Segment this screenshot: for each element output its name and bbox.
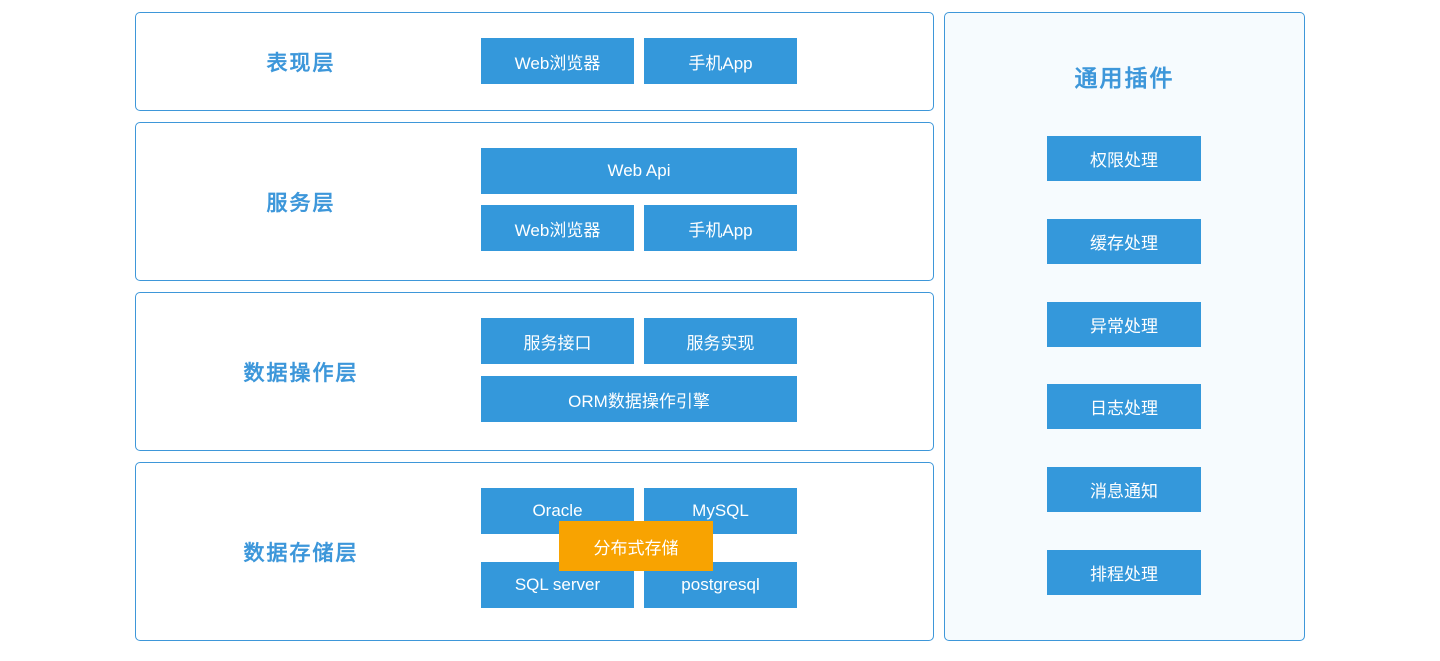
layer-data-operation-title: 数据操作层 — [243, 361, 359, 385]
plugin-permission: 权限处理 — [1047, 136, 1201, 181]
plugin-cache: 缓存处理 — [1047, 219, 1201, 264]
common-plugins-title: 通用插件 — [1074, 65, 1175, 91]
node-web-browser: Web浏览器 — [481, 205, 634, 251]
layer-service: 服务层 Web Api Web浏览器 手机App — [135, 122, 934, 281]
node-service-implementation: 服务实现 — [644, 318, 797, 364]
plugin-message-notify: 消息通知 — [1047, 467, 1201, 512]
layer-data-storage: 数据存储层 Oracle MySQL SQL server postgresql… — [135, 462, 934, 641]
layer-presentation: 表现层 Web浏览器 手机App — [135, 12, 934, 111]
node-web-api: Web Api — [481, 148, 797, 194]
node-mobile-app: 手机App — [644, 38, 797, 84]
node-web-browser: Web浏览器 — [481, 38, 634, 84]
plugin-log: 日志处理 — [1047, 384, 1201, 429]
layer-data-storage-title: 数据存储层 — [243, 541, 359, 565]
node-orm-engine: ORM数据操作引擎 — [481, 376, 797, 422]
common-plugins-panel: 通用插件 权限处理 缓存处理 异常处理 日志处理 消息通知 排程处理 — [944, 12, 1305, 641]
layer-service-title: 服务层 — [266, 191, 336, 215]
node-service-interface: 服务接口 — [481, 318, 634, 364]
plugin-exception: 异常处理 — [1047, 302, 1201, 347]
layer-presentation-title: 表现层 — [266, 51, 336, 75]
node-sql-server: SQL server — [481, 562, 634, 608]
node-oracle: Oracle — [481, 488, 634, 534]
node-postgresql: postgresql — [644, 562, 797, 608]
node-mobile-app: 手机App — [644, 205, 797, 251]
plugin-schedule: 排程处理 — [1047, 550, 1201, 595]
layer-data-operation: 数据操作层 服务接口 服务实现 ORM数据操作引擎 — [135, 292, 934, 451]
node-distributed-storage: 分布式存储 — [559, 521, 713, 571]
